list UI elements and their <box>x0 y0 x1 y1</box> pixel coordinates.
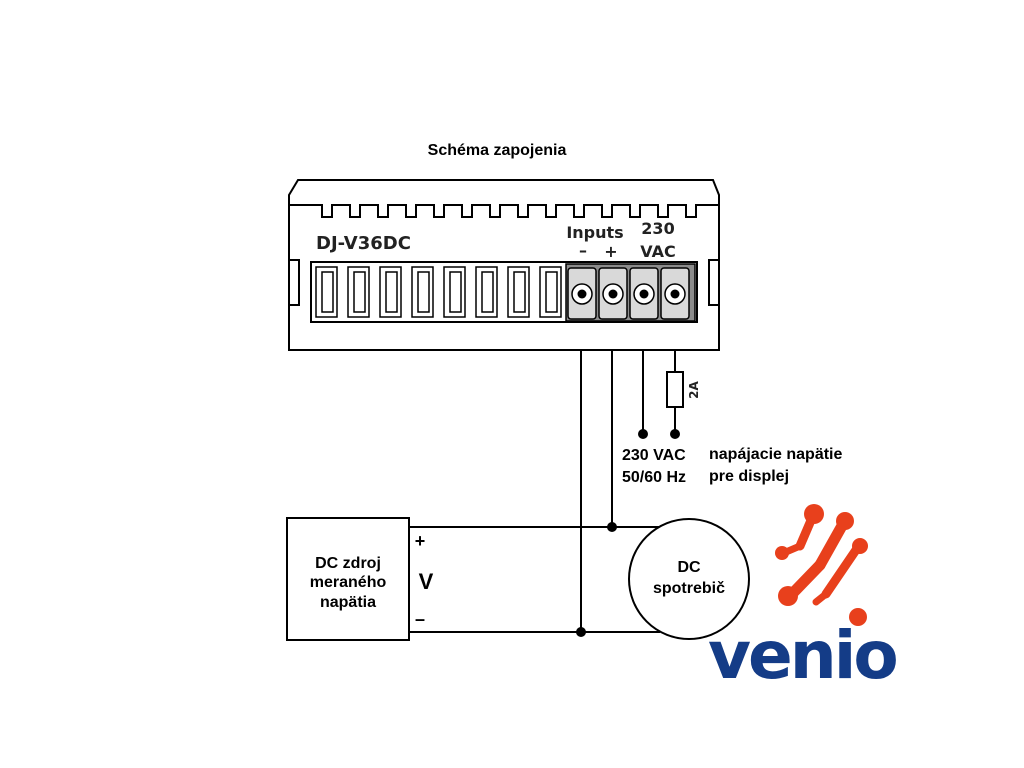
inputs-label: Inputs <box>566 223 623 242</box>
venio-logo-mark <box>775 504 868 626</box>
plus-terminal-label: + <box>604 242 617 261</box>
screw-terminals <box>565 263 696 322</box>
dc-load-circle <box>628 518 750 640</box>
device-model-label: DJ-V36DC <box>316 233 411 254</box>
supply-frequency-label: 50/60 Hz <box>622 469 686 486</box>
dc-load-line2: spotrebič <box>653 580 725 597</box>
supply-terminal-dot-left <box>638 429 648 439</box>
dc-source-line3: napätia <box>320 594 376 611</box>
supply-voltage-label: 230 VAC <box>622 447 686 464</box>
wires <box>410 350 676 633</box>
source-plus-sign: + <box>415 531 426 551</box>
junction-dot-minus <box>576 627 586 637</box>
vac-label-bottom: VAC <box>640 242 675 261</box>
dc-source-box <box>286 517 410 641</box>
vac-label-top: 230 <box>641 219 674 238</box>
supply-terminal-dot-right <box>670 429 680 439</box>
dc-load-line1: DC <box>677 559 701 576</box>
dc-source-line1: DC zdroj <box>315 555 381 572</box>
minus-terminal-label: – <box>579 241 587 260</box>
venio-logo-text: venio <box>708 617 896 694</box>
source-voltage-symbol: V <box>419 569 434 594</box>
diagram-title: Schéma zapojenia <box>428 142 567 159</box>
supply-description-line2: pre displej <box>709 468 789 485</box>
unused-terminal-slots <box>315 266 562 318</box>
source-minus-sign: – <box>415 609 425 629</box>
venio-logo: venio <box>708 504 899 694</box>
fuse <box>666 371 684 408</box>
dc-source-line2: meraného <box>310 574 387 591</box>
supply-description-line1: napájacie napätie <box>709 446 842 463</box>
fuse-rating-label: 2A <box>687 380 701 398</box>
junction-dot-plus <box>607 522 617 532</box>
terminal-block <box>310 261 698 323</box>
